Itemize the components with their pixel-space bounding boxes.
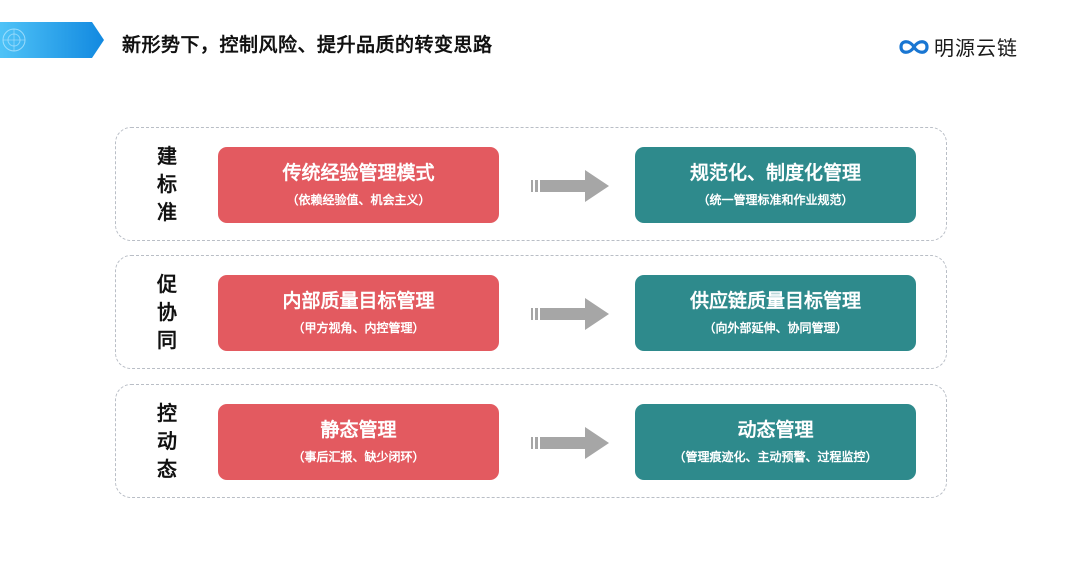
from-box-subtitle: （甲方视角、内控管理） [292,321,425,335]
brand-logo: 明源云链 [898,32,1018,61]
group-collaborate: 促协同 内部质量目标管理 （甲方视角、内控管理） 供应链质量目标管理 （向外部延… [115,255,947,369]
group-label: 建标准 [157,144,177,224]
to-box-title: 供应链质量目标管理 [689,290,861,312]
from-box: 内部质量目标管理 （甲方视角、内控管理） [218,275,499,351]
to-box: 规范化、制度化管理 （统一管理标准和作业规范） [635,147,916,223]
to-box-title: 动态管理 [737,419,814,441]
title-tab-decoration [0,22,104,58]
right-arrow-icon [531,170,609,202]
from-box-subtitle: （依赖经验值、机会主义） [286,193,431,207]
right-arrow-icon [531,298,609,330]
from-box-subtitle: （事后汇报、缺少闭环） [292,450,425,464]
to-box-subtitle: （向外部延伸、协同管理） [703,321,848,335]
from-box: 传统经验管理模式 （依赖经验值、机会主义） [218,147,499,223]
to-box: 供应链质量目标管理 （向外部延伸、协同管理） [635,275,916,351]
logo-mark-icon [899,39,929,54]
group-label: 促协同 [157,272,177,352]
right-arrow-icon [531,427,609,459]
group-dynamic-control: 控动态 静态管理 （事后汇报、缺少闭环） 动态管理 （管理痕迹化、主动预警、过程… [115,384,947,498]
from-box-title: 传统经验管理模式 [282,162,435,184]
group-label: 控动态 [157,401,177,481]
from-box-title: 静态管理 [320,419,397,441]
group-standardize: 建标准 传统经验管理模式 （依赖经验值、机会主义） 规范化、制度化管理 （统一管… [115,127,947,241]
from-box-title: 内部质量目标管理 [282,290,435,312]
from-box: 静态管理 （事后汇报、缺少闭环） [218,404,499,480]
to-box-subtitle: （管理痕迹化、主动预警、过程监控） [673,450,878,464]
page-title: 新形势下，控制风险、提升品质的转变思路 [122,34,493,56]
logo-text: 明源云链 [934,36,1018,60]
to-box-subtitle: （统一管理标准和作业规范） [697,193,854,207]
to-box: 动态管理 （管理痕迹化、主动预警、过程监控） [635,404,916,480]
to-box-title: 规范化、制度化管理 [689,162,861,184]
